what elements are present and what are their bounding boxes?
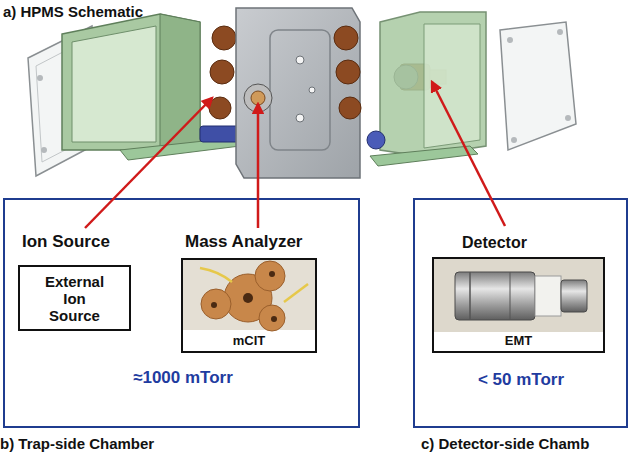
bolt [41,147,47,153]
plate-groove [270,30,330,150]
pressure-label: < 50 mTorr [421,370,621,390]
part-heading: Ion Source [22,232,110,252]
chamber-window [424,24,480,148]
photo-background [183,260,315,330]
center-plate [236,8,360,178]
part-heading: Mass Analyzer [185,232,302,252]
fitting [367,131,385,149]
bolt [557,29,563,35]
analyzer [251,91,265,105]
feedthrough [209,97,231,119]
source-box: External Ion Source [18,265,131,331]
plate-hole [309,87,315,93]
panel-caption: b) Trap-side Chamber [0,435,154,452]
feedthrough [210,60,234,84]
panel-caption: c) Detector-side Chamb [421,435,589,452]
bolt [565,115,571,121]
bolt [511,137,517,143]
photo-label: mCIT [183,333,315,348]
rail [370,146,478,166]
end-plate [500,22,576,150]
photo-label: EMT [434,333,603,348]
feedthrough [339,97,361,119]
leader-arrow [257,104,260,228]
box-label: External Ion Source [39,273,111,324]
leader-arrow [432,82,505,226]
chamber-housing [62,14,200,150]
bolt [507,37,513,43]
chamber-housing [380,12,486,156]
plate-hole [296,56,304,64]
plate-hole [296,114,304,122]
chamber-side [160,14,200,150]
chamber-box: Detector< 50 mTorrc) Detector-side Chamb… [413,198,628,428]
feedthrough [334,26,358,50]
fitting [200,126,240,142]
chamber-box: Ion SourceMass Analyzer≈1000 mTorrb) Tra… [3,198,360,428]
figure-title: a) HPMS Schematic [3,3,143,20]
chamber-window [72,26,156,142]
photo-frame: mCIT [181,258,317,353]
photo-background [434,259,603,332]
emt-detector [455,272,587,320]
part-heading: Detector [462,234,527,252]
bolt [37,75,43,81]
pressure-label: ≈1000 mTorr [83,368,283,388]
mcit-plate [200,261,308,331]
feedthrough [336,60,360,84]
photo-frame: EMT [432,257,605,353]
analyzer-mount [244,84,272,112]
leader-arrow [85,98,212,228]
feedthrough [212,26,236,50]
